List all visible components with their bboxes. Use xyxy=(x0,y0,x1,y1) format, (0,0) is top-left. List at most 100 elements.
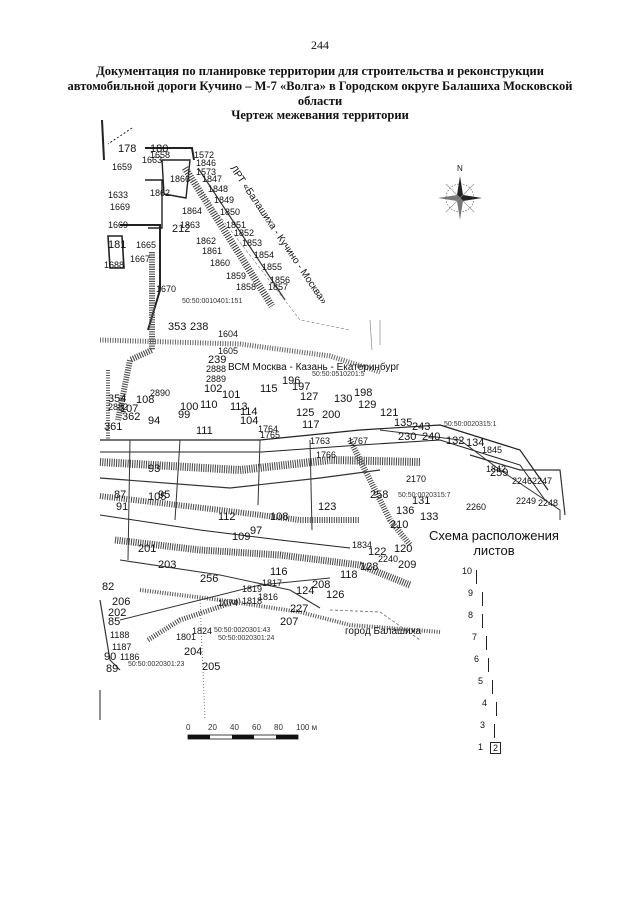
hsr-label: ВСМ Москва - Казань - Екатеринбург xyxy=(228,361,400,373)
plot-label: 104 xyxy=(240,415,258,427)
plot-small-label: 1846 xyxy=(196,158,216,168)
plot-label: 134 xyxy=(466,437,484,449)
plot-small-label: 1850 xyxy=(220,207,240,217)
plot-small-label: 1767 xyxy=(348,436,368,446)
sheet-number-6: 6 xyxy=(474,654,480,664)
plot-small-label: 2248 xyxy=(538,498,558,508)
plot-label: 120 xyxy=(394,543,412,555)
plot-label: 240 xyxy=(422,431,440,443)
plot-label: 243 xyxy=(412,421,430,433)
sheet-outline xyxy=(494,724,495,738)
plot-label: 353 xyxy=(168,321,186,333)
plot-label: 230 xyxy=(398,431,416,443)
plot-label: 112 xyxy=(218,511,236,523)
plot-label: 82 xyxy=(102,581,114,593)
plot-label: 197 xyxy=(292,381,310,393)
sheet-number-8: 8 xyxy=(468,610,474,620)
plot-small-label: 1817 xyxy=(262,578,282,588)
sheet-number-4: 4 xyxy=(482,698,488,708)
plot-small-label: 1801 xyxy=(176,632,196,642)
plot-label: 239 xyxy=(208,354,226,366)
plot-label: 212 xyxy=(172,223,190,235)
plot-small-label: 1847 xyxy=(202,174,222,184)
plot-small-label: 1605 xyxy=(218,346,238,356)
sheet-outline xyxy=(492,680,493,694)
plot-label: 361 xyxy=(104,421,122,433)
sheet-outline xyxy=(486,636,487,650)
plot-small-label: 1670 xyxy=(156,284,176,294)
scale-tick-label: 0 xyxy=(186,723,191,732)
plot-small-label: 1074 xyxy=(218,598,238,608)
plot-label: 90 xyxy=(104,651,116,663)
plot-small-label: 1572 xyxy=(194,150,214,160)
plot-label: 99 xyxy=(178,409,190,421)
plot-label: 180 xyxy=(150,143,168,155)
plot-small-label: 1842 xyxy=(486,464,506,474)
sheet-outline xyxy=(482,592,483,606)
plot-small-label: 1188 xyxy=(110,630,129,640)
plot-small-label: 1764 xyxy=(258,424,278,434)
plot-label: 129 xyxy=(358,399,376,411)
plot-small-label: 1766 xyxy=(316,450,336,460)
plot-label: 93 xyxy=(148,463,160,475)
sheet-number-3: 3 xyxy=(480,720,486,730)
scale-tick-label: 60 xyxy=(252,723,261,732)
plot-label: 132 xyxy=(446,435,464,447)
plot-label: 108 xyxy=(136,394,154,406)
plot-label: 117 xyxy=(302,419,320,431)
plot-label: 100 xyxy=(180,401,198,413)
plot-label: 203 xyxy=(158,559,176,571)
plot-label: 109 xyxy=(232,531,250,543)
plot-small-label: 1765 xyxy=(260,430,280,440)
plot-small-label: 1763 xyxy=(310,436,330,446)
plot-label: 202 xyxy=(108,607,126,619)
plot-label: 118 xyxy=(340,569,358,581)
plot-small-label: 1187 xyxy=(112,642,131,652)
plot-label: 128 xyxy=(360,561,378,573)
hsr-corridor: ВСМ Москва - Казань - Екатеринбург xyxy=(99,337,400,375)
scale-tick-label: 40 xyxy=(230,723,239,732)
plot-small-label: 1852 xyxy=(234,228,254,238)
cadastral-number: 50:50:0510201:5 xyxy=(312,371,365,378)
plot-label: 108 xyxy=(270,511,288,523)
cadastral-number: 50:50:0020301:24 xyxy=(218,635,275,642)
plot-small-label: 2249 xyxy=(516,496,536,506)
plot-label: 101 xyxy=(222,389,240,401)
plot-label: 105 xyxy=(148,491,166,503)
plot-small-label: 1855 xyxy=(262,262,282,272)
plot-small-label: 1863 xyxy=(180,220,200,230)
road-corridor xyxy=(99,319,566,721)
plot-label: 113 xyxy=(230,401,248,413)
plot-label: 259 xyxy=(490,467,508,479)
plot-label: 123 xyxy=(318,501,336,513)
plot-label: 114 xyxy=(240,406,258,418)
plot-small-label: 2882 xyxy=(108,402,128,412)
plot-small-label: 2889 xyxy=(206,374,226,384)
plot-small-label: 2240 xyxy=(378,554,398,564)
plot-label: 178 xyxy=(118,143,136,155)
plot-label: 111 xyxy=(196,425,213,437)
plot-label: 127 xyxy=(300,391,318,403)
sheet-outline xyxy=(482,614,483,628)
plot-small-label: 1659 xyxy=(112,162,132,172)
plot-small-label: 1658 xyxy=(150,150,170,160)
sheet-scheme-title-line2: листов xyxy=(473,543,515,558)
plot-label: 256 xyxy=(200,573,218,585)
plot-label: 87 xyxy=(114,489,126,501)
north-label: N xyxy=(457,164,463,173)
plot-small-label: 1853 xyxy=(242,238,262,248)
plot-small-label: 2890 xyxy=(150,388,170,398)
plot-label: 204 xyxy=(184,646,202,658)
plot-label: 97 xyxy=(250,525,262,537)
plot-small-label: 1861 xyxy=(202,246,222,256)
plot-small-label: 1862 xyxy=(196,236,216,246)
cadastral-number: 50:50:0020315:1 xyxy=(444,421,497,428)
plot-label: 116 xyxy=(270,566,288,578)
sheet-scheme-title: Схема расположения листов xyxy=(414,528,574,558)
plot-small-label: 1858 xyxy=(236,282,256,292)
plot-label: 122 xyxy=(368,546,386,558)
plot-label: 131 xyxy=(412,495,430,507)
document-subtitle: Чертеж межевания территории xyxy=(231,108,409,122)
plot-label: 121 xyxy=(380,407,398,419)
